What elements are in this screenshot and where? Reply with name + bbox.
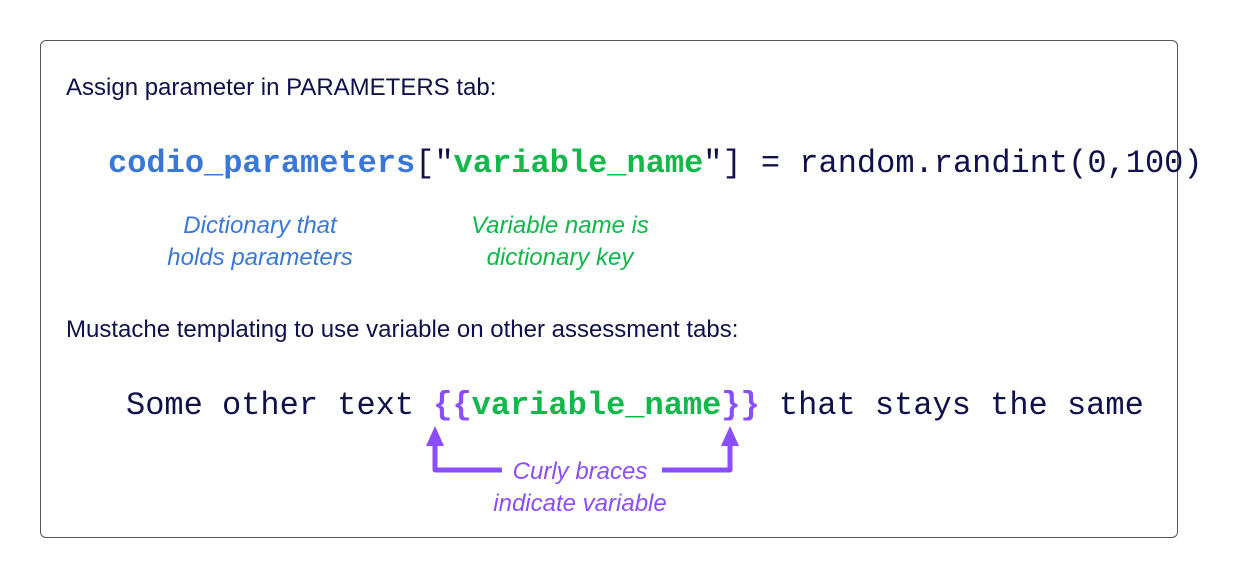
parameters-heading: Assign parameter in PARAMETERS tab: [66, 74, 497, 101]
dictionary-key: variable_name [453, 145, 704, 182]
left-arrowhead-icon [426, 426, 444, 446]
dictionary-note-line1: Dictionary that [183, 212, 337, 239]
code-open-bracket: [" [415, 145, 454, 182]
mustache-heading: Mustache templating to use variable on o… [66, 316, 739, 343]
code-assignment: "] = random.randint(0,100) [703, 145, 1203, 182]
key-note-line1: Variable name is [471, 212, 649, 239]
parameters-code-line: codio_parameters["variable_name"] = rand… [108, 148, 1203, 180]
diagram-frame [40, 40, 1178, 538]
dictionary-note-line2: holds parameters [167, 244, 353, 271]
mustache-code-line: Some other text {{variable_name}} that s… [126, 390, 1144, 422]
text-before: Some other text [126, 387, 434, 424]
braces-note-line2: indicate variable [493, 490, 667, 517]
left-arrow-connector [432, 440, 502, 473]
right-arrowhead-icon [721, 426, 739, 446]
key-note-line2: dictionary key [486, 244, 634, 271]
braces-note-line1: Curly braces [512, 458, 648, 485]
key-note: Variable name is dictionary key [430, 210, 690, 274]
braces-note: Curly braces indicate variable [440, 456, 720, 520]
open-braces: {{ [433, 387, 472, 424]
text-after: that stays the same [759, 387, 1144, 424]
dictionary-name: codio_parameters [108, 145, 416, 182]
close-braces: }} [721, 387, 760, 424]
right-arrow-connector [662, 440, 733, 473]
dictionary-note: Dictionary that holds parameters [130, 210, 390, 274]
template-variable: variable_name [471, 387, 722, 424]
